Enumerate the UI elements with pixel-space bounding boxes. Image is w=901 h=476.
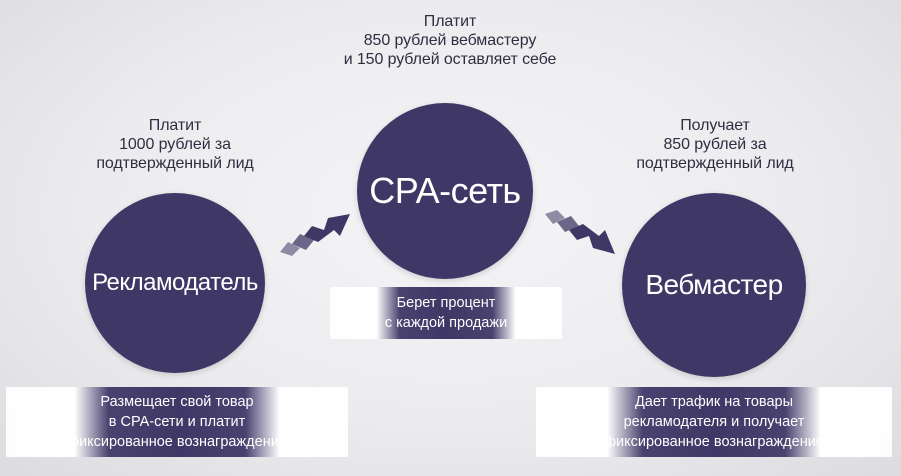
right-note: Получает 850 рублей за подтвержденный ли… <box>615 116 815 173</box>
advertiser-circle: Рекламодатель <box>85 193 265 373</box>
center-description-box: Берет процент с каждой продажи <box>330 287 562 339</box>
right-box-background <box>536 387 892 457</box>
center-box-line-1: Берет процент <box>396 295 496 311</box>
right-note-line-2: 850 рублей за <box>663 136 767 153</box>
webmaster-label: Вебмастер <box>645 269 783 300</box>
center-note: Платит 850 рублей вебмастеру и 150 рубле… <box>300 12 600 69</box>
right-box-text: Дает трафик на товары рекламодателя и по… <box>536 387 892 457</box>
advertiser-label: Рекламодатель <box>92 269 258 296</box>
cpa-network-circle: CPA-сеть <box>357 103 533 279</box>
right-box-line-1: Дает трафик на товары <box>634 394 794 410</box>
left-note-line-3: подтвержденный лид <box>96 155 254 172</box>
right-note-line-3: подтвержденный лид <box>636 155 794 172</box>
arrow-advertiser-to-cpa-icon <box>280 214 350 256</box>
center-note-line-2: 850 рублей вебмастеру <box>363 32 537 49</box>
left-description-box: Размещает свой товар в CPA-сети и платит… <box>6 387 348 457</box>
left-box-line-1: Размещает свой товар <box>100 394 254 410</box>
cpa-network-label: CPA-сеть <box>369 170 521 211</box>
left-box-background <box>6 387 348 457</box>
center-box-background <box>330 287 562 339</box>
center-note-line-3: и 150 рублей оставляет себе <box>343 51 557 68</box>
left-note-line-1: Платит <box>148 117 202 134</box>
center-box-line-2: с каждой продажи <box>384 315 508 331</box>
left-box-text: Размещает свой товар в CPA-сети и платит… <box>6 387 348 457</box>
center-note-line-1: Платит <box>423 13 477 30</box>
arrow-cpa-to-webmaster-icon <box>545 210 615 254</box>
right-box-line-2: рекламодателя и получает <box>623 414 805 430</box>
left-note-line-2: 1000 рублей за <box>119 136 231 153</box>
webmaster-circle: Вебмастер <box>622 193 806 377</box>
left-box-line-3: фиксированное вознаграждение <box>67 434 287 450</box>
left-note: Платит 1000 рублей за подтвержденный лид <box>80 116 270 173</box>
right-note-line-1: Получает <box>680 117 750 134</box>
right-description-box: Дает трафик на товары рекламодателя и по… <box>536 387 892 457</box>
right-box-line-3: фиксированное вознаграждение <box>604 434 824 450</box>
left-box-line-2: в CPA-сети и платит <box>108 414 246 430</box>
center-box-text: Берет процент с каждой продажи <box>330 287 562 339</box>
